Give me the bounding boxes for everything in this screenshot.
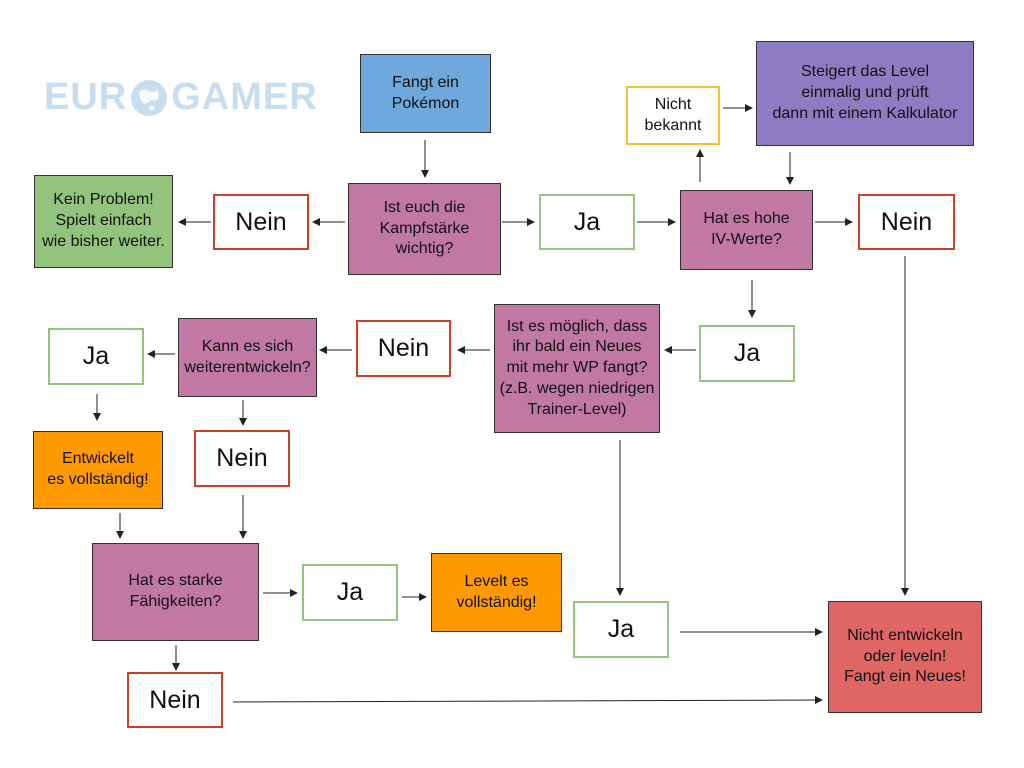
- answer-nicht-bekannt: Nicht bekannt: [626, 86, 720, 145]
- action-entwickelt-vollstaendig: Entwickelt es vollständig!: [33, 431, 163, 509]
- action-levelt-vollstaendig: Levelt es vollständig!: [431, 553, 562, 632]
- answer-nein-iv-werte: Nein: [858, 194, 955, 250]
- outcome-kein-problem: Kein Problem! Spielt einfach wie bisher …: [34, 175, 173, 268]
- outcome-nicht-entwickeln: Nicht entwickeln oder leveln! Fangt ein …: [828, 601, 982, 713]
- question-neues-mit-mehr-wp: Ist es möglich, dass ihr bald ein Neues …: [494, 304, 660, 433]
- globe-icon: [131, 79, 168, 116]
- answer-ja-kampfstaerke: Ja: [539, 194, 635, 250]
- action-steigert-level: Steigert das Level einmalig und prüft da…: [756, 41, 974, 146]
- logo-text-left: EUR: [44, 76, 128, 118]
- question-starke-faehigkeiten: Hat es starke Fähigkeiten?: [92, 543, 259, 641]
- answer-nein-neues-wp: Nein: [356, 320, 451, 377]
- question-kampfstaerke-wichtig: Ist euch die Kampfstärke wichtig?: [348, 183, 501, 275]
- answer-ja-faehigkeiten: Ja: [302, 564, 398, 621]
- question-weiterentwickeln: Kann es sich weiterentwickeln?: [178, 318, 317, 397]
- eurogamer-logo: EUR GAMER: [44, 76, 318, 119]
- answer-ja-weiterentwickeln: Ja: [48, 328, 144, 385]
- answer-ja-iv-werte: Ja: [699, 325, 795, 382]
- question-hohe-iv-werte: Hat es hohe IV-Werte?: [680, 190, 813, 270]
- answer-nein-kampfstaerke: Nein: [213, 194, 309, 250]
- node-start: Fangt ein Pokémon: [360, 54, 491, 133]
- answer-nein-weiterentwickeln: Nein: [194, 430, 290, 487]
- answer-nein-faehigkeiten: Nein: [127, 672, 223, 728]
- arrow-nein-faeh-to-end: [232, 696, 823, 705]
- answer-ja-neues-wp: Ja: [573, 601, 669, 658]
- logo-text-right: GAMER: [171, 76, 318, 118]
